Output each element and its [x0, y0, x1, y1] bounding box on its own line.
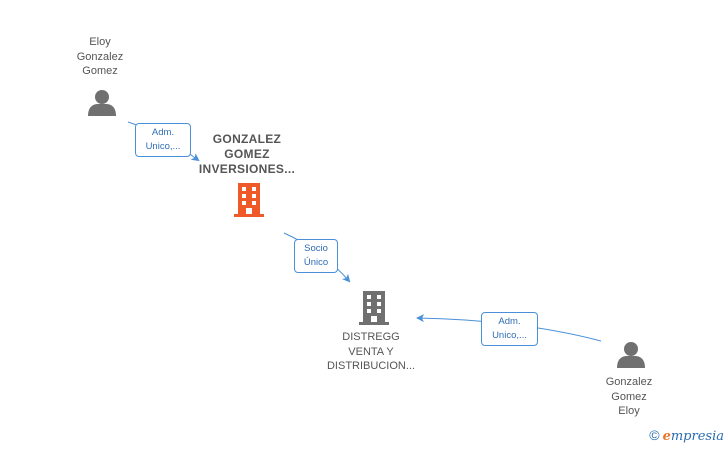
- building-icon[interactable]: [234, 183, 264, 217]
- node-label-line: GOMEZ: [224, 147, 270, 161]
- brand-logo-e: e: [662, 429, 671, 444]
- node-label-line: VENTA Y: [348, 345, 394, 358]
- node-label-distregg[interactable]: DISTREGG VENTA Y DISTRIBUCION...: [311, 330, 431, 374]
- empresia-watermark: ©empresia: [649, 427, 724, 444]
- building-icon[interactable]: [359, 291, 389, 325]
- edge-label-line: Adm.: [498, 316, 521, 327]
- node-label-line: GONZALEZ: [212, 132, 282, 146]
- node-label-line: Gonzalez: [605, 376, 653, 388]
- person-icon[interactable]: [88, 90, 116, 116]
- edge-label-line: Unico,...: [145, 141, 181, 152]
- node-label-line: DISTREGG: [342, 331, 400, 343]
- node-label-line: Gomez: [82, 65, 118, 77]
- node-label-line: INVERSIONES...: [198, 162, 296, 176]
- edge-label-adm-unico-bottom[interactable]: Adm. Unico,...: [481, 312, 538, 346]
- person-icon[interactable]: [617, 342, 645, 368]
- edge-label-adm-unico-top[interactable]: Adm. Unico,...: [135, 123, 191, 157]
- node-label-gonzalez-gomez-inversiones[interactable]: GONZALEZ GOMEZ INVERSIONES...: [187, 132, 307, 177]
- node-label-line: Eloy: [89, 36, 111, 48]
- node-label-line: Gonzalez: [76, 50, 124, 63]
- node-label-line: Eloy: [618, 405, 640, 417]
- edge-label-line: Único: [303, 257, 329, 268]
- node-label-gonzalez-gomez-eloy[interactable]: Gonzalez Gomez Eloy: [579, 375, 679, 419]
- edge-label-line: Adm.: [151, 127, 175, 138]
- brand-logo-text: mpresia: [670, 429, 724, 444]
- node-label-line: DISTRIBUCION...: [326, 360, 415, 372]
- edge-label-socio-unico[interactable]: Socio Único: [294, 239, 338, 273]
- edge-label-line: Unico,...: [492, 330, 527, 341]
- edge-label-line: Socio: [304, 243, 328, 254]
- node-label-line: Gomez: [611, 390, 647, 403]
- copyright-symbol: ©: [649, 427, 660, 443]
- node-label-eloy-gonzalez-gomez[interactable]: Eloy Gonzalez Gomez: [50, 35, 150, 79]
